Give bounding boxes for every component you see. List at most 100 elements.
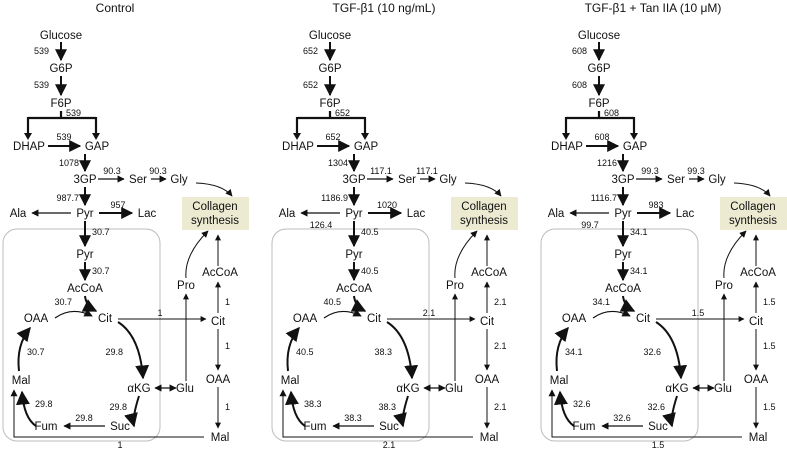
flux-pyr-mito: 34.1 [630,227,648,237]
metabolite-pyr-mito: Pyr [614,249,631,261]
flux-3gp-ser: 99.3 [641,166,659,176]
metabolite-oaa: OAA [562,313,587,325]
metabolite-mal: Mal [550,375,569,387]
metabolite-accoa-cyto: AcCoA [740,267,776,279]
flux-pyr-mito: 40.5 [361,227,379,237]
edge-accoa-cit [350,295,367,312]
flux-accoa-cit: 30.7 [54,297,72,307]
metabolite-3gp: 3GP [73,174,96,186]
metabolite-g6p: G6P [318,63,341,75]
metabolite-pyr-mito: Pyr [345,249,362,261]
metabolite-g6p: G6P [49,63,72,75]
flux-glucose-g6p: 652 [303,46,318,56]
metabolite-glu: Glu [445,383,463,395]
collagen-label-line1: Collagen [461,201,506,213]
flux-ser-gly: 99.3 [687,166,705,176]
metabolite-ala: Ala [279,208,296,220]
arrowhead-gap [630,133,638,140]
metabolite-cit-cyto: Cit [211,316,226,328]
flux-pyr-mito: 30.7 [92,227,110,237]
edge-f6p-split [26,111,98,137]
panel-1: ControlCollagensynthesisGlucoseG6PF6PDHA… [2,1,249,450]
flux-mal-oaa: 40.5 [296,347,314,357]
metabolite-cit: Cit [98,313,113,325]
metabolite-mal-cyto: Mal [211,432,230,444]
edge-fum-mal [15,390,37,427]
mitochondrion-outline [540,228,699,442]
metabolite-oaa: OAA [24,313,49,325]
flux-oaa-mal: 1.5 [763,402,776,412]
edge-mal-import [279,389,473,438]
flux-pyr-lac: 1020 [377,200,397,210]
arrowhead-dhap [562,133,570,140]
metabolite-g6p: G6P [587,63,610,75]
edge-mal-import [10,389,204,438]
flux-3gp-pyr: 987.7 [56,193,79,203]
metabolite-ser: Ser [667,174,685,186]
edge-pro-collagen [723,230,747,279]
metabolite-mal: Mal [281,375,300,387]
flux-pyr-lac: 983 [648,200,663,210]
edge-gly-collagen [464,182,502,197]
metabolite-pyr-mito: Pyr [76,249,93,261]
collagen-label-line1: Collagen [730,201,775,213]
flux-mal-oaa: 34.1 [565,347,583,357]
edge-cit-akg [117,321,150,380]
flux-mal-oaa: 30.7 [27,347,45,357]
flux-g6p-f6p: 608 [572,80,587,90]
metabolite-fum: Fum [304,421,327,433]
edge-f6p-split [564,111,636,137]
edge-fum-mal [284,390,306,427]
metabolite-lac: Lac [676,208,695,220]
metabolite-ser: Ser [129,174,147,186]
metabolite-gly: Gly [708,174,726,186]
collagen-box [451,197,518,230]
edge-accoa-cit [619,295,636,312]
flux-suc-fum: 29.8 [75,413,93,423]
flux-mal-import: 2.1 [383,440,396,450]
flux-cit-oaa: 2.1 [494,341,507,351]
edge-akg-suc [393,395,409,428]
flux-gap-3gp: 1078 [59,158,79,168]
metabolite-pyr: Pyr [345,208,362,220]
flux-cit-export: 1 [157,308,162,318]
flux-pyr-ala: 126.4 [310,220,333,230]
edge-mal-oaa [285,326,300,372]
flux-glucose-g6p: 539 [34,46,49,56]
metabolite-suc: Suc [648,421,668,433]
metabolite-fum: Fum [573,421,596,433]
metabolite-fum: Fum [35,421,58,433]
flux-oaa-mal: 2.1 [494,402,507,412]
metabolite-mal-cyto: Mal [749,432,768,444]
flux-pyr-accoa: 34.1 [630,266,648,276]
flux-fum-mal: 32.6 [573,399,591,409]
metabolite-glu: Glu [714,383,732,395]
collagen-label-line2: synthesis [460,215,508,227]
metabolite-glucose: Glucose [578,30,620,42]
metabolite-gly: Gly [439,174,457,186]
flux-pyr-accoa: 30.7 [92,266,110,276]
metabolite-mal-cyto: Mal [480,432,499,444]
metabolite-glucose: Glucose [309,30,351,42]
edge-gly-collagen [195,182,233,197]
metabolite-f6p: F6P [319,98,340,110]
flux-3gp-ser: 117.1 [370,166,392,176]
edge-mal-oaa [16,326,31,372]
edge-gly-collagen [733,182,771,197]
edge-pro-collagen [185,230,209,279]
flux-g6p-f6p: 539 [34,80,49,90]
flux-dhap-gap: 652 [325,132,340,142]
metabolite-gly: Gly [170,174,188,186]
metabolite-f6p: F6P [588,98,609,110]
metabolite-gap: GAP [354,141,379,153]
flux-dhap-gap: 608 [594,132,609,142]
edge-f6p-split [295,111,367,137]
flux-akg-suc: 38.3 [378,402,396,412]
metabolite-accoa: AcCoA [336,283,372,295]
panel-3: TGF-β1 + Tan IIA (10 μM)Collagensynthesi… [540,1,787,450]
flux-suc-fum: 32.6 [613,413,631,423]
collagen-label-line2: synthesis [191,215,239,227]
panel-2: TGF-β1 (10 ng/mL)CollagensynthesisGlucos… [271,1,518,450]
flux-cit-akg: 32.6 [643,347,661,357]
